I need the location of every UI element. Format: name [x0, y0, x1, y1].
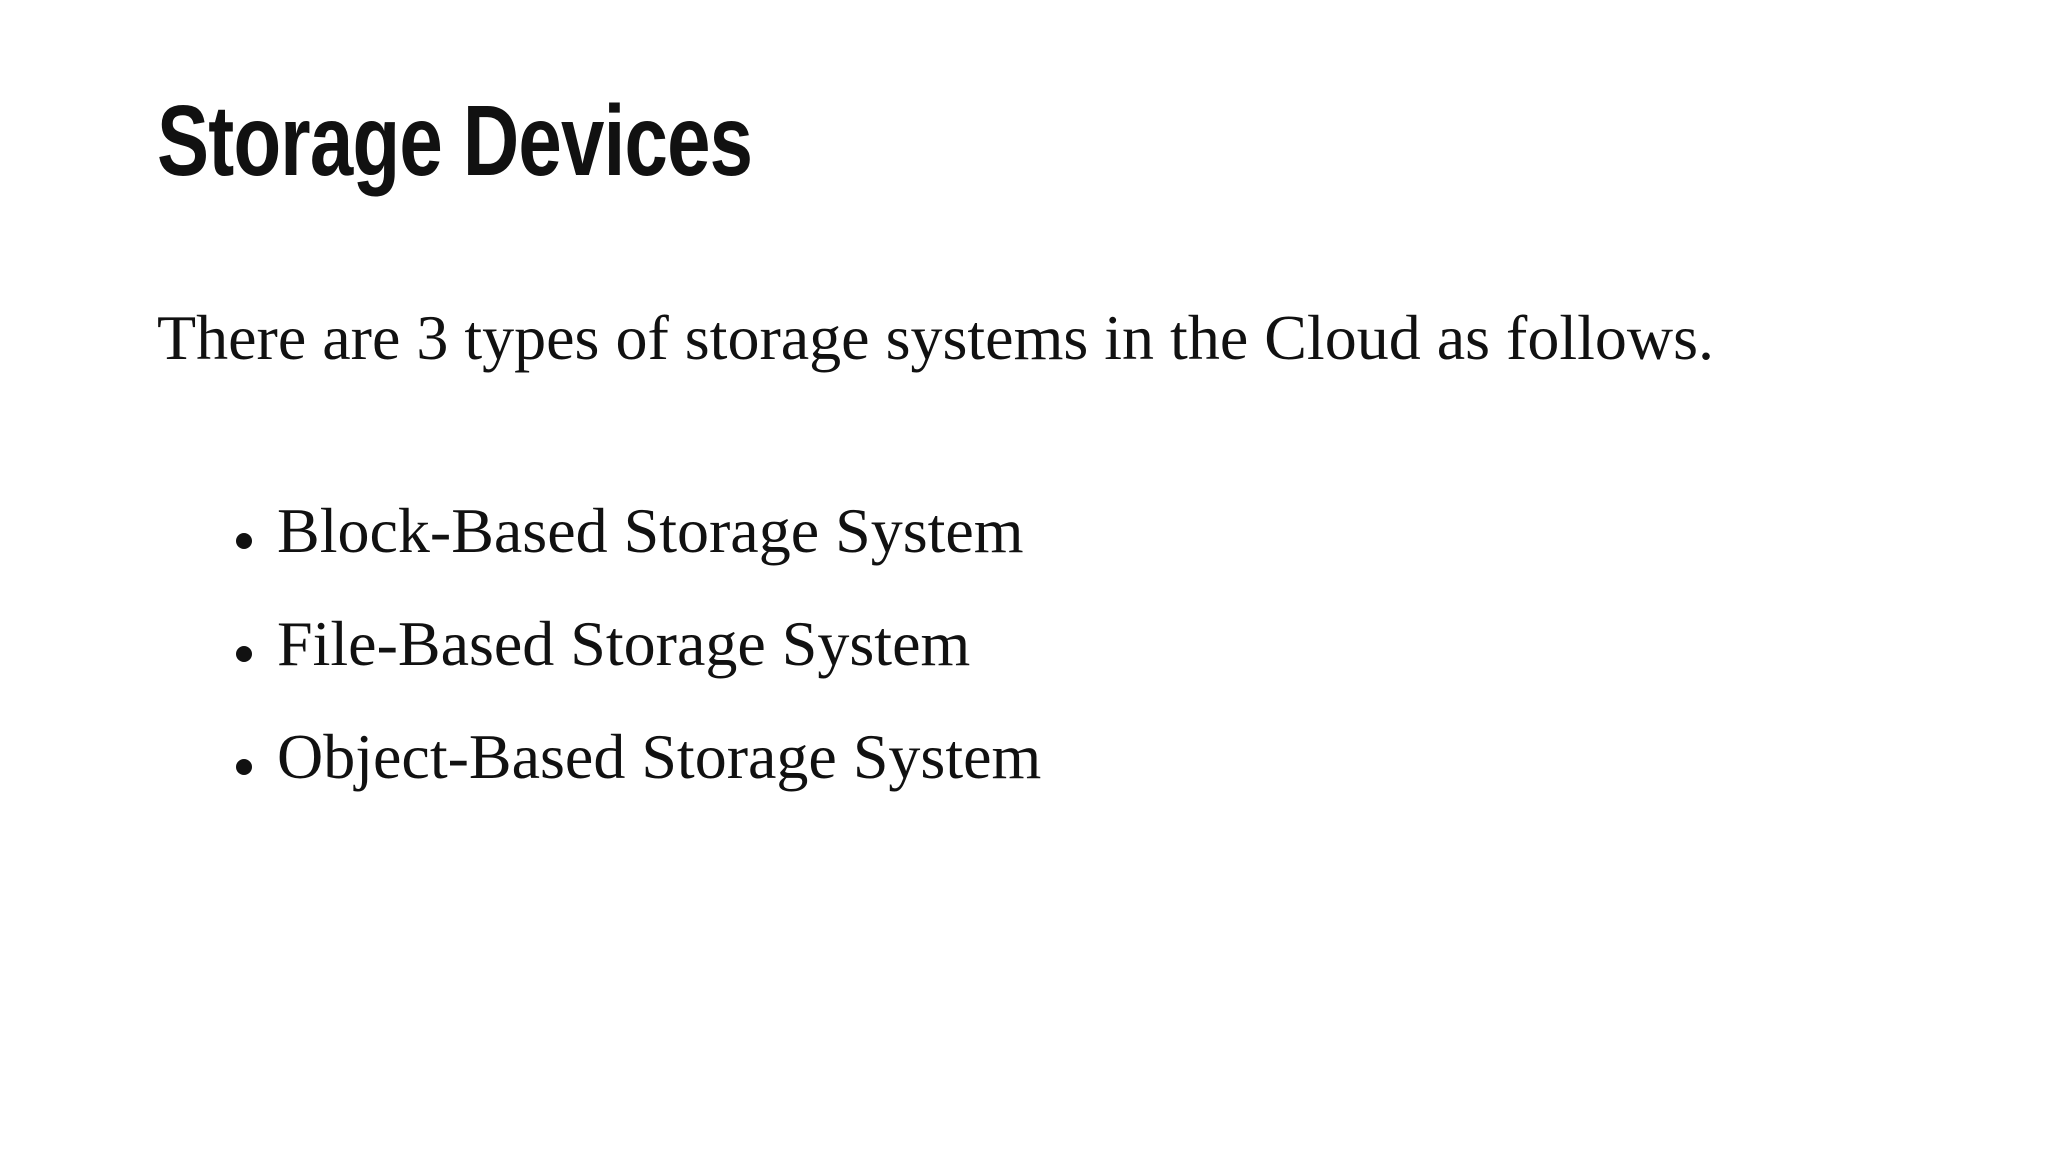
list-item: Object-Based Storage System [157, 700, 2048, 813]
slide-title: Storage Devices [157, 84, 2048, 199]
bullet-icon [236, 533, 252, 550]
list-item: Block-Based Storage System [157, 474, 2048, 587]
list-item-label: Block-Based Storage System [277, 495, 1024, 567]
storage-types-list: Block-Based Storage System File-Based St… [157, 474, 2048, 813]
list-item-label: Object-Based Storage System [277, 721, 1042, 793]
bullet-icon [236, 646, 252, 663]
intro-text: There are 3 types of storage systems in … [157, 302, 1714, 373]
list-item: File-Based Storage System [157, 587, 2048, 700]
slide-title-text: Storage Devices [157, 85, 753, 197]
bullet-icon [236, 759, 252, 776]
list-item-label: File-Based Storage System [277, 608, 971, 680]
